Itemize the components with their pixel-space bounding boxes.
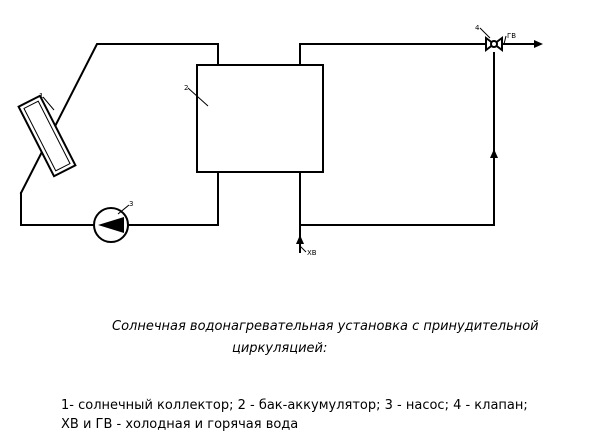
caption-line-2: циркуляцией:: [232, 341, 328, 356]
tank-number: 2: [184, 84, 188, 92]
storage-tank: [196, 64, 324, 173]
bypass-flow-arrow: [490, 149, 498, 158]
tank-return-pipe: [128, 171, 219, 226]
hot-water-outlet-pipe: [299, 43, 487, 66]
pump-leader: [117, 204, 130, 215]
legend-line-1: 1- солнечный коллектор; 2 - бак-аккумуля…: [61, 398, 528, 413]
collector-leader: [42, 96, 55, 111]
caption-line-1: Солнечная водонагревательная установка с…: [112, 319, 539, 334]
collector-supply-pipe: [19, 43, 219, 195]
pump: [93, 207, 129, 243]
valve-number: 4: [475, 24, 480, 32]
hot-water-arrow: [534, 40, 543, 48]
pump-number: 3: [129, 200, 133, 208]
valve: [485, 36, 503, 52]
valve-leader: [479, 27, 491, 39]
collector-number: 1: [39, 92, 43, 100]
cold-water-arrow: [296, 235, 304, 244]
hot-water-label: ГВ: [507, 32, 516, 40]
cold-water-leader: [299, 245, 307, 253]
solar-collector: [17, 94, 77, 178]
tank-leader: [187, 87, 209, 107]
pump-to-collector-pipe: [20, 192, 94, 226]
hot-water-leader: [503, 35, 507, 45]
legend-line-2: ХВ и ГВ - холодная и горячая вода: [61, 417, 299, 432]
cold-water-label: ХВ: [307, 249, 317, 257]
cold-water-bypass-pipe: [299, 52, 495, 226]
